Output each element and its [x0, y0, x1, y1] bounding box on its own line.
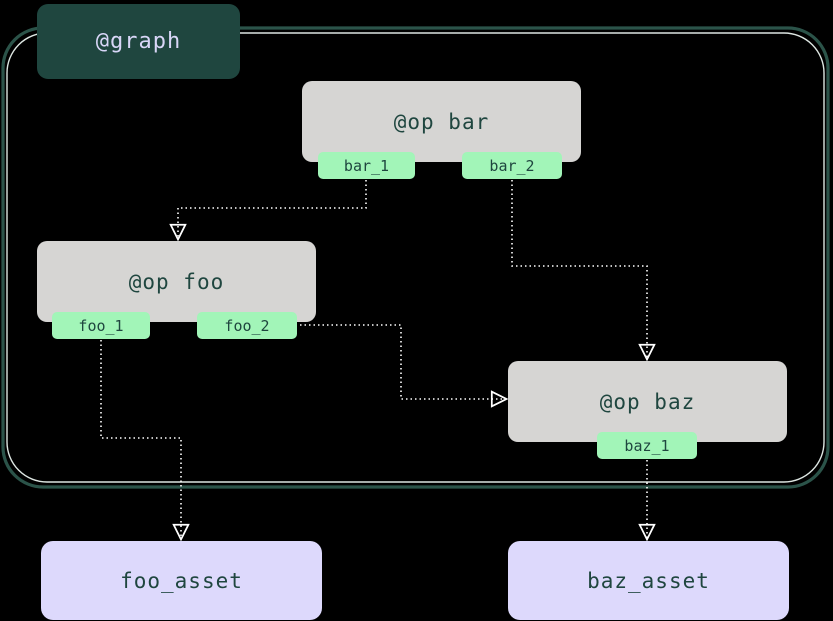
output-port-label: baz_1: [624, 436, 670, 455]
output-port-foo_2[interactable]: foo_2: [197, 312, 297, 339]
op-node-baz[interactable]: @op baz: [508, 361, 787, 442]
op-node-label: @op bar: [393, 109, 490, 134]
asset-node-label: baz_asset: [587, 568, 710, 593]
output-port-label: foo_2: [224, 316, 270, 335]
output-port-foo_1[interactable]: foo_1: [52, 312, 150, 339]
asset-node-baz[interactable]: baz_asset: [508, 541, 789, 620]
subgraph-border: [6, 32, 825, 483]
op-node-label: @op foo: [128, 269, 225, 294]
edge-bar1-to-foo: [178, 180, 367, 238]
asset-node-foo[interactable]: foo_asset: [41, 541, 322, 620]
edge-foo2-to-baz: [300, 324, 505, 399]
op-node-label: @op baz: [599, 389, 696, 414]
asset-node-label: foo_asset: [120, 568, 243, 593]
output-port-label: bar_2: [489, 156, 535, 175]
subgraph-border: [1, 26, 830, 489]
output-port-bar_1[interactable]: bar_1: [318, 152, 415, 179]
subgraph-label-text: @graph: [95, 29, 182, 54]
output-port-baz_1[interactable]: baz_1: [597, 432, 697, 459]
op-node-bar[interactable]: @op bar: [302, 81, 581, 162]
output-port-label: foo_1: [78, 316, 124, 335]
edge-bar2-to-baz: [511, 180, 647, 358]
edge-foo1-to-fooasset: [100, 340, 181, 538]
op-node-foo[interactable]: @op foo: [37, 241, 316, 322]
subgraph-label-graph[interactable]: @graph: [37, 4, 240, 79]
output-port-label: bar_1: [343, 156, 390, 175]
subgraph-frame: [1, 26, 830, 489]
output-port-bar_2[interactable]: bar_2: [462, 152, 562, 179]
